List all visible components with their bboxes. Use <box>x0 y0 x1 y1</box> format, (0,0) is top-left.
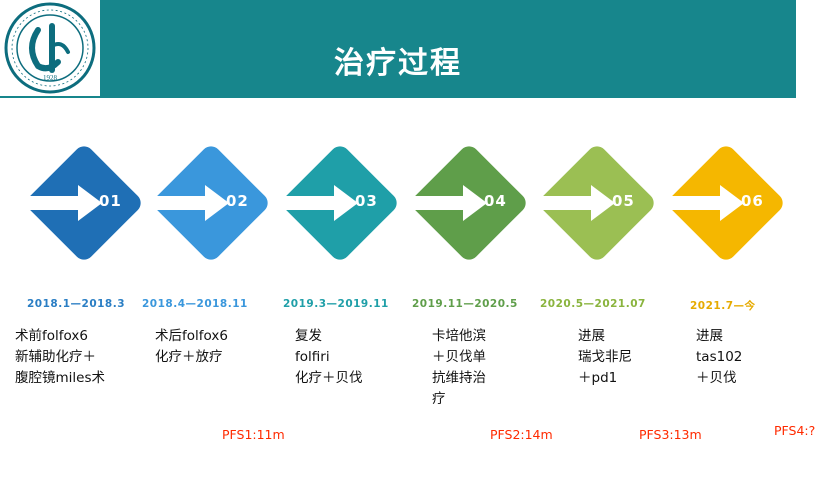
stage-date: 2019.3—2019.11 <box>283 298 389 310</box>
stage-description-line: 腹腔镜miles术 <box>15 370 105 386</box>
arrow-right-icon <box>411 185 487 221</box>
stage-description-line: ＋贝伐 <box>696 370 737 386</box>
stage-diamond-01: 01 <box>21 140 147 266</box>
stage-number: 04 <box>484 192 507 210</box>
stage-description-line: 进展 <box>696 328 723 344</box>
stage-description: 进展 tas102 ＋贝伐 <box>696 326 742 389</box>
stage-description: 进展瑞戈非尼 ＋pd1 <box>578 326 632 389</box>
stage-description-line: ＋贝伐单 <box>432 349 486 365</box>
stage-description-line: 卡培他滨 <box>432 328 486 344</box>
stage-diamond-06: 06 <box>663 140 789 266</box>
arrow-right-icon <box>539 185 615 221</box>
stage-description-line: 术前folfox6 <box>15 328 88 344</box>
stage-description-line: tas102 <box>696 349 743 365</box>
stage-description-line: 术后folfox6 <box>155 328 228 344</box>
stage-date: 2019.11—2020.5 <box>412 298 518 310</box>
stage-date: 2021.7—今 <box>690 300 756 312</box>
hospital-logo: 1928 <box>0 0 100 96</box>
stage-description-line: 化疗＋贝伐 <box>295 370 363 386</box>
arrow-right-icon <box>668 185 744 221</box>
stage-description: 复发 folfiri 化疗＋贝伐 <box>295 326 363 389</box>
stage-description-line: ＋pd1 <box>578 370 618 386</box>
stage-description-line: 复发 <box>295 328 322 344</box>
arrow-right-icon <box>282 185 358 221</box>
stage-number: 05 <box>612 192 635 210</box>
stage-date: 2020.5—2021.07 <box>540 298 646 310</box>
hospital-logo-emblem: 1928 <box>4 2 96 94</box>
stage-description: 术前folfox6 新辅助化疗＋ 腹腔镜miles术 <box>15 326 105 389</box>
stage-number: 06 <box>741 192 764 210</box>
stage-description-line: 瑞戈非尼 <box>578 349 632 365</box>
stage-description-line: 新辅助化疗＋ <box>15 349 96 365</box>
stage-description-line: 疗 <box>432 391 446 407</box>
stage-diamond-03: 03 <box>277 140 403 266</box>
stage-description-line: 进展 <box>578 328 605 344</box>
stage-description-line: folfiri <box>295 349 330 365</box>
pfs-label-2: PFS2:14m <box>490 427 553 442</box>
pfs-label-4: PFS4:? <box>774 423 816 438</box>
stage-date: 2018.1—2018.3 <box>27 298 126 310</box>
stage-date: 2018.4—2018.11 <box>142 298 248 310</box>
stage-number: 03 <box>355 192 378 210</box>
stage-diamond-05: 05 <box>534 140 660 266</box>
arrow-right-icon <box>153 185 229 221</box>
logo-year: 1928 <box>43 74 58 82</box>
stage-description: 卡培他滨 ＋贝伐单抗维持治疗 <box>432 326 486 410</box>
slide-title: 治疗过程 <box>334 46 462 81</box>
stage-number: 01 <box>99 192 122 210</box>
arrow-right-icon <box>26 185 102 221</box>
stage-diamond-04: 04 <box>406 140 532 266</box>
stage-description: 术后folfox6 化疗＋放疗 <box>155 326 228 368</box>
stage-diamond-02: 02 <box>148 140 274 266</box>
stage-number: 02 <box>226 192 249 210</box>
stage-description-line: 化疗＋放疗 <box>155 349 223 365</box>
stage-description-line: 抗维持治 <box>432 370 486 386</box>
pfs-label-1: PFS1:11m <box>222 427 285 442</box>
pfs-label-3: PFS3:13m <box>639 427 702 442</box>
title-banner: 治疗过程 <box>0 0 796 98</box>
